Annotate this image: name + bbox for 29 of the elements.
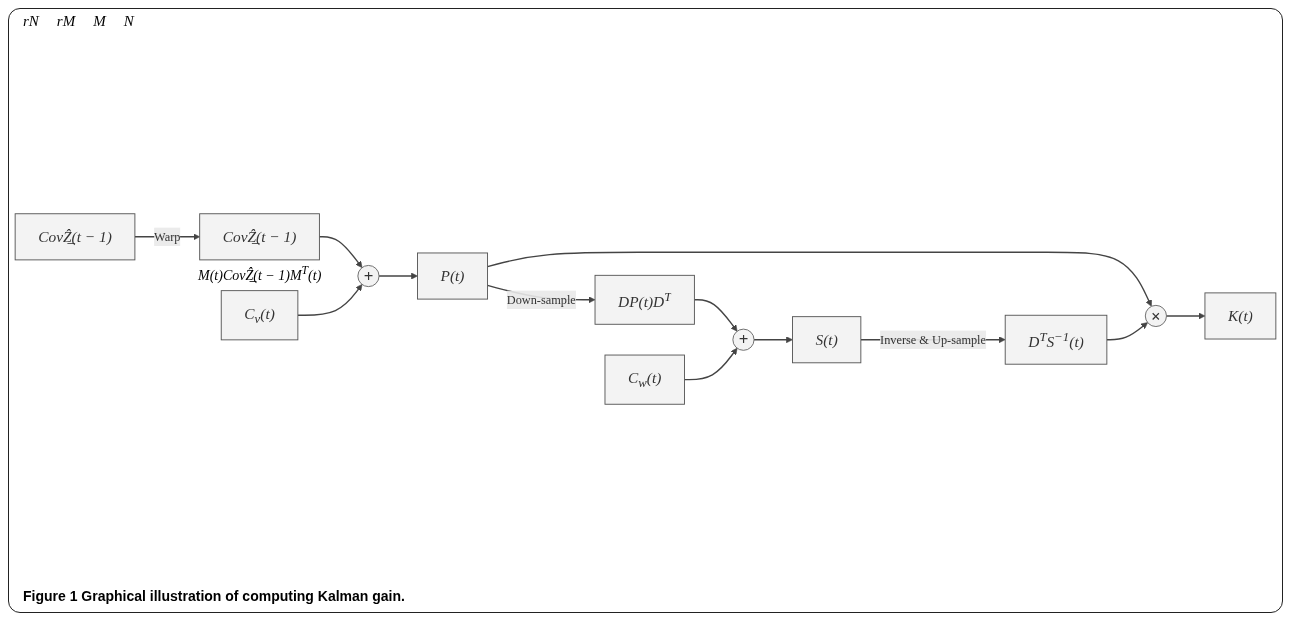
node-box: CovẐ̲(t − 1) <box>199 213 320 261</box>
dimension-label: N <box>123 13 134 30</box>
arrow <box>318 236 363 268</box>
dimension-label: rM <box>56 13 76 30</box>
figure-caption: Figure 1 Graphical illustration of computing Kalman gain. <box>22 587 406 606</box>
node-box: DP(t)D$^{T}$ <box>594 274 695 325</box>
arrow <box>378 272 418 280</box>
arrow <box>297 284 363 316</box>
node-box: C$_{v}$(t) <box>220 290 299 341</box>
arrow <box>753 336 793 344</box>
node-box: C$_{w}$(t) <box>604 354 685 405</box>
dimension-label: rN <box>23 13 39 30</box>
node-box: K(t) <box>1204 292 1277 340</box>
edge-label: Warp <box>154 229 181 243</box>
dimension-label: M <box>93 13 106 30</box>
node-caption: M(t)CovẐ̲(t − 1)M$^{T}$(t) <box>198 263 322 284</box>
node-circle: + <box>732 328 755 351</box>
node-box: P(t) <box>417 252 488 300</box>
arrow <box>1165 312 1206 320</box>
arrow <box>1106 322 1148 341</box>
node-box: CovẐ̲(t − 1) <box>14 213 136 261</box>
edge-label: Inverse & Up-sample <box>880 332 986 346</box>
node-box: D$^{T}$S$^{−1}$(t) <box>1004 314 1108 365</box>
arrow <box>693 299 738 332</box>
node-circle: + <box>357 265 380 288</box>
arrow <box>683 347 738 381</box>
node-box: S(t) <box>792 316 862 364</box>
edge-label: Down-sample <box>506 292 576 306</box>
node-circle: × <box>1144 304 1167 327</box>
